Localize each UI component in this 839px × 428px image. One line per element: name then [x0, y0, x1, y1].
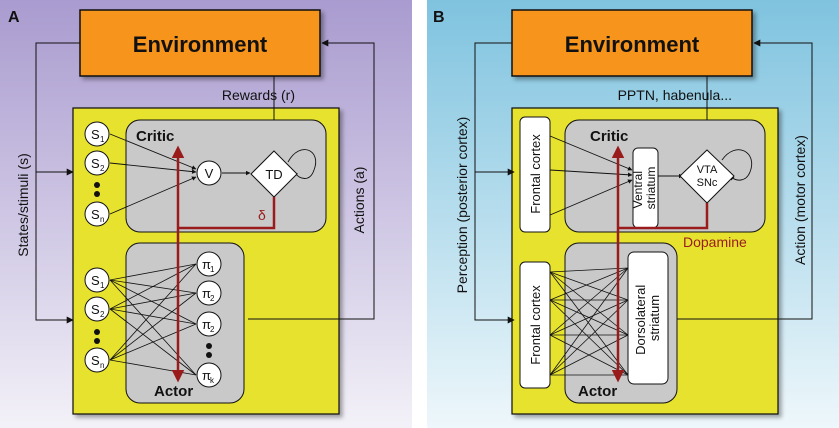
- state-node: [84, 267, 110, 293]
- ellipsis-dot: [94, 329, 100, 335]
- frontal-cortex-critic-label: Frontal cortex: [528, 134, 543, 214]
- environment-box: [511, 9, 753, 77]
- critic-label: Critic: [590, 128, 628, 145]
- state-node: [84, 347, 110, 373]
- delta-label: δ: [258, 207, 266, 223]
- ventral-line-2: striatum: [644, 167, 658, 210]
- state-node-label: S: [91, 273, 100, 288]
- pptn-label: PPTN, habenula...: [618, 87, 732, 103]
- policy-node: [196, 311, 222, 337]
- state-node: [84, 201, 110, 227]
- state-node: [84, 150, 110, 176]
- value-node: [196, 160, 222, 186]
- state-node-sub: n: [100, 215, 104, 224]
- panel-a-letter: A: [8, 9, 20, 26]
- action-label: Action (motor cortex): [792, 135, 808, 265]
- actor-box: [125, 242, 245, 404]
- states-label: States/stimuli (s): [15, 153, 31, 256]
- ellipsis-dot: [206, 343, 212, 349]
- dopamine-signal-lines: [611, 145, 709, 383]
- state-node-sub: 1: [100, 135, 105, 144]
- state-node-label: S: [91, 353, 100, 368]
- actor-connections: [549, 267, 629, 376]
- dorsolateral-striatum-box: [627, 251, 669, 385]
- ellipsis-dot: [94, 191, 100, 197]
- policy-node-label: π: [202, 368, 211, 383]
- critic-connections: [109, 133, 317, 215]
- state-node-label: S: [91, 156, 100, 171]
- ellipsis-dot: [206, 352, 212, 358]
- actions-loop-line: [248, 39, 375, 320]
- dopamine-label: Dopamine: [683, 234, 747, 250]
- state-node-sub: 1: [100, 281, 105, 290]
- action-loop-line: [666, 39, 813, 320]
- policy-node-sub: 2: [210, 325, 215, 334]
- actor-state-nodes: S 1 S 2 S n: [84, 267, 110, 373]
- actor-label: Actor: [154, 383, 193, 400]
- delta-signal-lines: [171, 145, 276, 383]
- value-label: V: [205, 166, 214, 181]
- state-node: [84, 296, 110, 322]
- ellipsis-dot: [94, 338, 100, 344]
- state-node-sub: n: [100, 361, 104, 370]
- policy-node-sub: 2: [210, 294, 215, 303]
- state-node-label: S: [91, 302, 100, 317]
- ventral-line-1: Ventral: [631, 171, 645, 208]
- snc-label: SNc: [697, 177, 718, 189]
- state-node-label: S: [91, 127, 100, 142]
- dorsolateral-striatum-label: Dorsolateral striatum: [633, 281, 662, 355]
- policy-node: [196, 280, 222, 306]
- critic-label: Critic: [136, 128, 174, 145]
- state-node: [84, 121, 110, 147]
- rewards-label: Rewards (r): [222, 87, 295, 103]
- environment-label: Environment: [565, 32, 700, 57]
- policy-node: [196, 251, 222, 277]
- actions-label: Actions (a): [351, 167, 367, 234]
- dorsolateral-line-1: Dorsolateral: [633, 285, 648, 355]
- perception-label: Perception (posterior cortex): [454, 117, 470, 294]
- critic-state-nodes: S 1 S 2 S n: [84, 121, 110, 227]
- policy-node-label: π: [202, 317, 211, 332]
- actor-label: Actor: [578, 383, 617, 400]
- panel-b: B Environment PPTN, habenula... Percepti…: [427, 0, 839, 428]
- td-label: TD: [265, 167, 282, 182]
- state-node-sub: 2: [100, 310, 105, 319]
- panel-b-letter: B: [433, 9, 445, 26]
- environment-box: [79, 9, 321, 77]
- policy-node-sub: k: [210, 376, 215, 385]
- policy-node-label: π: [202, 257, 211, 272]
- frontal-cortex-actor-label: Frontal cortex: [528, 285, 543, 365]
- policy-node-label: π: [202, 286, 211, 301]
- state-node-label: S: [91, 207, 100, 222]
- policy-node-sub: 1: [210, 265, 215, 274]
- policy-node: [196, 362, 222, 388]
- perception-loop-line: [474, 42, 515, 324]
- ventral-striatum-label: Ventral striatum: [631, 167, 658, 210]
- frontal-cortex-actor-box: [519, 261, 551, 389]
- frontal-cortex-critic-box: [519, 116, 551, 233]
- panel-a: A Environment Rewards (r) States/stimuli…: [0, 0, 412, 428]
- dorsolateral-line-2: striatum: [647, 295, 662, 341]
- states-loop-line: [35, 42, 80, 324]
- state-node-sub: 2: [100, 164, 105, 173]
- policy-nodes: π 1 π 2 π 2 π k: [196, 251, 222, 388]
- ellipsis-dot: [94, 182, 100, 188]
- environment-label: Environment: [133, 32, 268, 57]
- vta-label: VTA: [697, 164, 718, 176]
